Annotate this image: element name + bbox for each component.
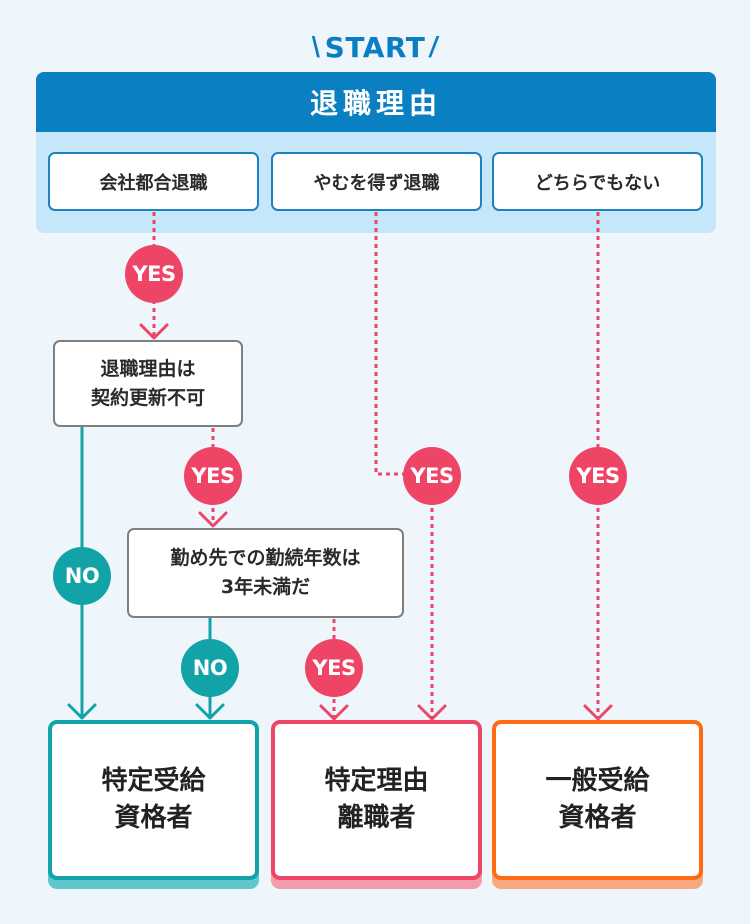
- decision-line: 勤め先での勤続年数は: [170, 547, 361, 569]
- yes-badge: YES: [305, 639, 363, 697]
- arrow-down-icon: [198, 511, 228, 528]
- decision-line: 3年未満だ: [220, 576, 311, 598]
- result-line: 資格者: [114, 803, 193, 833]
- start-text: START: [324, 30, 426, 64]
- yes-badge: YES: [125, 245, 183, 303]
- arrow-down-icon: [195, 703, 225, 720]
- start-label: \ START /: [0, 30, 750, 64]
- arrow-down-icon: [417, 704, 447, 721]
- no-badge: NO: [53, 547, 111, 605]
- decision-tenure-under-3-years[interactable]: 勤め先での勤続年数は 3年未満だ: [127, 528, 404, 618]
- option-company-reason[interactable]: 会社都合退職: [48, 152, 259, 211]
- result-line: 特定理由: [324, 766, 429, 796]
- connector-unavoidable-to-yes: [374, 212, 404, 476]
- arrow-down-icon: [139, 323, 169, 340]
- reason-panel-title: 退職理由: [36, 72, 716, 132]
- result-specific-reason-leaver[interactable]: 特定理由 離職者: [271, 720, 482, 880]
- no-badge: NO: [181, 639, 239, 697]
- start-slash-left: \: [309, 32, 322, 62]
- decision-contract-not-renewed[interactable]: 退職理由は 契約更新不可: [53, 340, 243, 427]
- yes-badge: YES: [184, 447, 242, 505]
- option-neither[interactable]: どちらでもない: [492, 152, 703, 211]
- result-line: 一般受給: [545, 766, 650, 796]
- reason-panel: 退職理由 会社都合退職 やむを得ず退職 どちらでもない: [36, 72, 716, 233]
- yes-badge: YES: [403, 447, 461, 505]
- arrow-down-icon: [67, 703, 97, 720]
- result-line: 資格者: [558, 803, 637, 833]
- yes-badge: YES: [569, 447, 627, 505]
- result-line: 離職者: [337, 803, 416, 833]
- decision-line: 契約更新不可: [90, 386, 205, 409]
- result-general-eligible[interactable]: 一般受給 資格者: [492, 720, 703, 880]
- arrow-down-icon: [583, 704, 613, 721]
- start-slash-right: /: [428, 32, 441, 62]
- result-specific-eligible[interactable]: 特定受給 資格者: [48, 720, 259, 880]
- option-unavoidable-reason[interactable]: やむを得ず退職: [271, 152, 482, 211]
- result-line: 特定受給: [101, 766, 206, 796]
- arrow-down-icon: [319, 704, 349, 721]
- decision-line: 退職理由は: [100, 357, 196, 380]
